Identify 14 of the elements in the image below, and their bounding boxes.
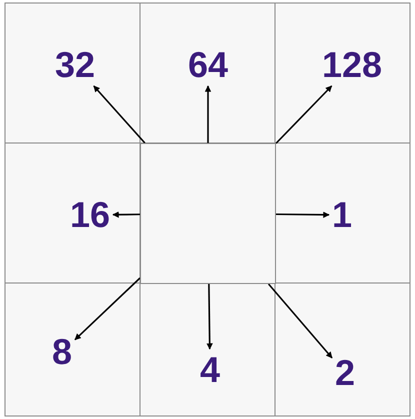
number-label: 16 — [70, 197, 110, 233]
arrow — [268, 283, 333, 358]
number-label: 128 — [322, 47, 382, 83]
arrow — [276, 212, 330, 218]
arrow — [204, 85, 212, 143]
number-label: 8 — [52, 334, 72, 370]
arrow — [74, 277, 141, 340]
number-label: 64 — [188, 47, 228, 83]
arrow — [112, 211, 140, 218]
number-label: 32 — [54, 47, 96, 83]
number-label: 1 — [332, 197, 352, 233]
number-label: 2 — [334, 355, 356, 391]
arrow — [206, 284, 213, 350]
number-label: 4 — [200, 352, 220, 388]
